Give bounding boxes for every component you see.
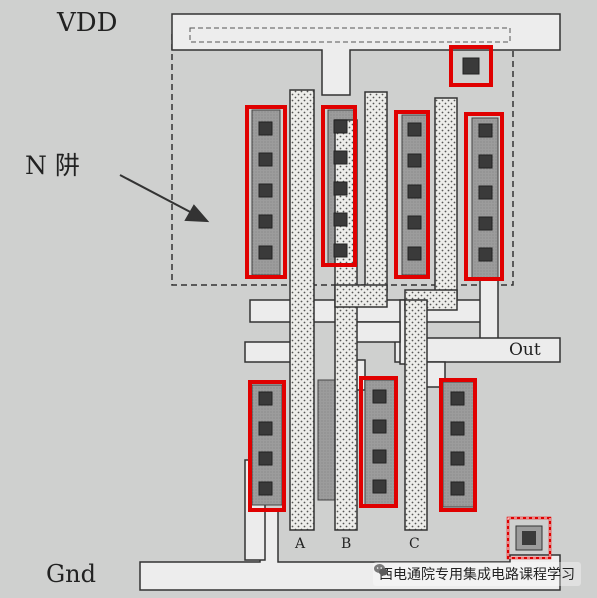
- contact: [478, 216, 493, 231]
- input-b-label: B: [341, 536, 352, 552]
- contact: [372, 419, 387, 434]
- contact: [478, 123, 493, 138]
- poly-gate-c: [404, 299, 428, 531]
- contact: [372, 389, 387, 404]
- contact: [372, 479, 387, 494]
- gnd-label: Gnd: [46, 560, 96, 588]
- poly-gate-a: [289, 89, 315, 531]
- nwell-arrow: [119, 174, 210, 223]
- wechat-icon: [374, 564, 388, 576]
- contact: [258, 183, 273, 198]
- highlight-boxes: [245, 45, 504, 512]
- contact: [450, 481, 465, 496]
- contact: [258, 451, 273, 466]
- contact: [372, 449, 387, 464]
- input-c-label: C: [409, 536, 420, 552]
- contact: [258, 245, 273, 260]
- watermark: 西电通院专用集成电路课程学习: [373, 562, 581, 586]
- contact: [258, 481, 273, 496]
- contact: [478, 154, 493, 169]
- contact: [333, 150, 348, 165]
- output-label: Out: [509, 340, 541, 360]
- contact: [450, 421, 465, 436]
- nwell-label: N 阱: [25, 151, 80, 180]
- contact: [407, 246, 422, 261]
- contact: [258, 121, 273, 136]
- contact: [333, 212, 348, 227]
- contact: [407, 122, 422, 137]
- watermark-text: 西电通院专用集成电路课程学习: [379, 567, 575, 583]
- contact: [407, 153, 422, 168]
- contact: [333, 119, 348, 134]
- contact: [333, 181, 348, 196]
- input-a-label: A: [295, 536, 306, 552]
- contact: [333, 243, 348, 258]
- contact: [258, 421, 273, 436]
- nwell-tap-contact: [462, 57, 480, 75]
- contact: [450, 391, 465, 406]
- contact: [407, 215, 422, 230]
- contact: [478, 185, 493, 200]
- contact: [450, 451, 465, 466]
- contact: [258, 214, 273, 229]
- contact: [478, 247, 493, 262]
- contacts: [258, 57, 493, 496]
- vdd-rail: [171, 13, 561, 96]
- vdd-label: VDD: [57, 8, 118, 38]
- contact: [258, 391, 273, 406]
- contact: [258, 152, 273, 167]
- substrate-tap: [506, 516, 552, 560]
- contact: [407, 184, 422, 199]
